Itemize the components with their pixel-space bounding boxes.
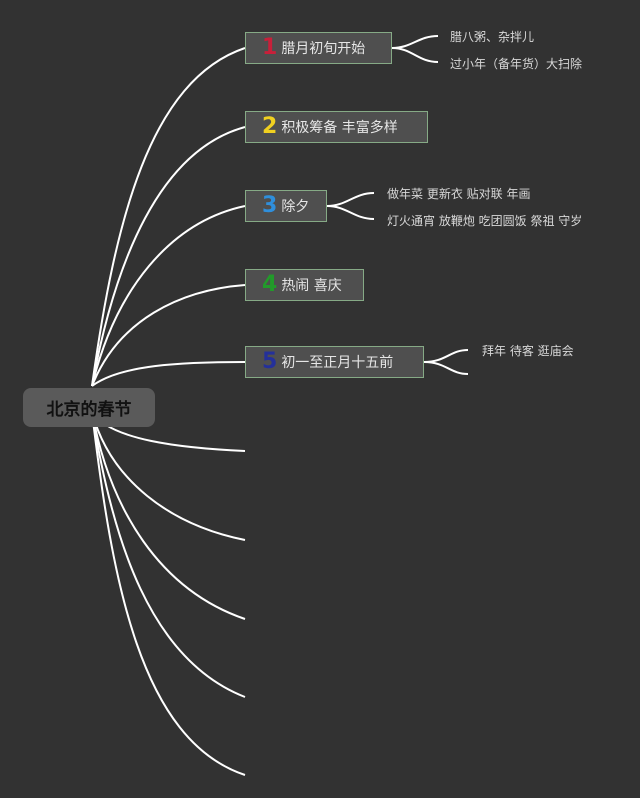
connector-leaf-1-2 xyxy=(391,47,439,63)
connector-branch-2 xyxy=(91,126,246,387)
branch-number-1: 1 xyxy=(262,35,278,60)
leaf-5-1[interactable]: 拜年 待客 逛庙会 xyxy=(482,344,574,358)
branch-number-4: 4 xyxy=(262,272,278,297)
connector-leaf-5-1 xyxy=(423,349,469,363)
branch-node-4[interactable]: 4 热闹 喜庆 xyxy=(245,269,364,301)
root-topic[interactable]: 北京的春节 xyxy=(23,388,155,427)
connector-empty-3 xyxy=(91,411,246,620)
leaf-3-2[interactable]: 灯火通宵 放鞭炮 吃团圆饭 祭祖 守岁 xyxy=(387,214,583,228)
branch-node-1[interactable]: 1 腊月初旬开始 xyxy=(245,32,392,64)
leaf-1-2[interactable]: 过小年（备年货）大扫除 xyxy=(450,57,583,71)
connector-empty-2 xyxy=(91,411,246,541)
branch-label-2: 积极筹备 丰富多样 xyxy=(281,120,398,136)
connector-empty-4 xyxy=(91,411,246,698)
branch-number-5: 5 xyxy=(262,349,278,374)
connector-leaf-3-2 xyxy=(326,205,375,220)
branch-number-3: 3 xyxy=(262,193,278,218)
leaf-3-1[interactable]: 做年菜 更新衣 贴对联 年画 xyxy=(387,187,531,201)
branch-number-2: 2 xyxy=(262,114,278,139)
branch-node-5[interactable]: 5 初一至正月十五前 xyxy=(245,346,424,378)
branch-label-1: 腊月初旬开始 xyxy=(281,41,366,57)
connector-branch-5 xyxy=(91,361,246,387)
connector-branch-3 xyxy=(91,205,246,387)
connector-branch-4 xyxy=(91,284,246,387)
branch-label-5: 初一至正月十五前 xyxy=(281,355,394,371)
branch-label-3: 除夕 xyxy=(281,199,310,215)
branch-label-4: 热闹 喜庆 xyxy=(281,278,342,294)
connector-branch-1 xyxy=(91,47,246,387)
branch-node-3[interactable]: 3 除夕 xyxy=(245,190,327,222)
connector-empty-5 xyxy=(91,411,246,776)
root-topic-label: 北京的春节 xyxy=(46,400,132,420)
connector-leaf-3-1 xyxy=(326,192,375,207)
connector-leaf-5-2 xyxy=(423,361,469,375)
branch-node-2[interactable]: 2 积极筹备 丰富多样 xyxy=(245,111,428,143)
connector-leaf-1-1 xyxy=(391,35,439,49)
leaf-1-1[interactable]: 腊八粥、杂拌儿 xyxy=(450,30,535,44)
